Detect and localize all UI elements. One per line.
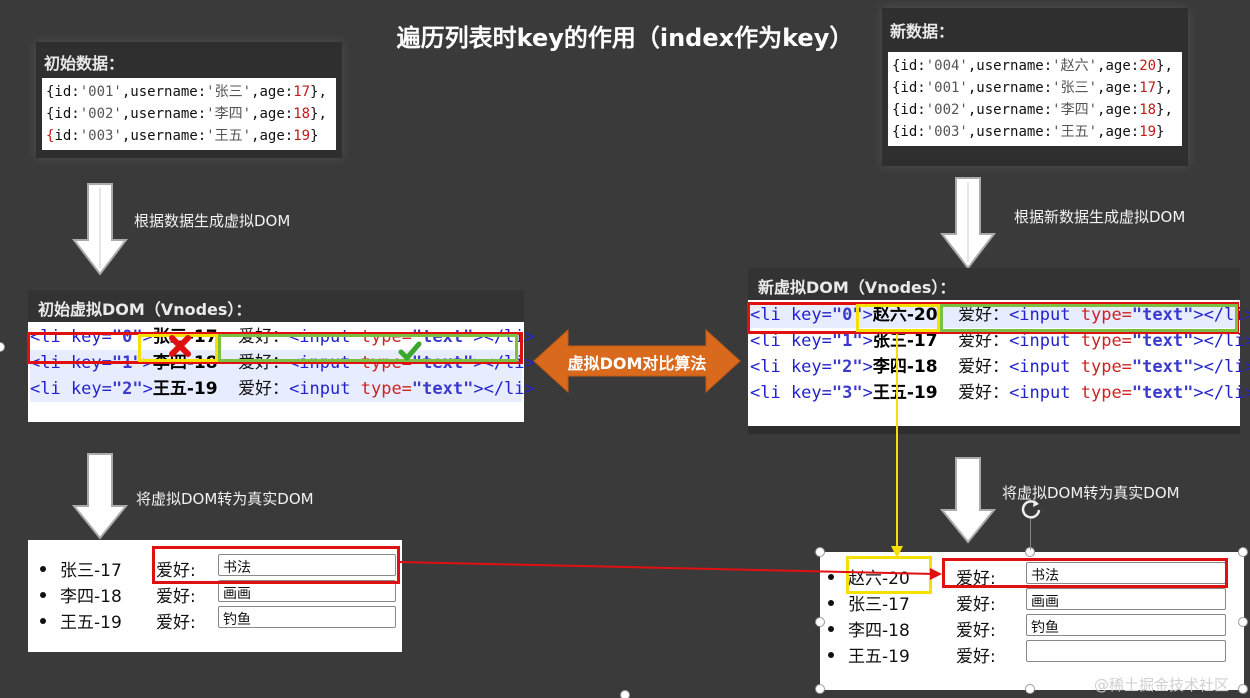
new-data-row: {id:'003',username:'王五',age:19} — [892, 124, 1165, 140]
down-arrow-icon — [939, 457, 997, 544]
initial-data-row: {id:'001',username:'张三',age:17}, — [46, 84, 327, 100]
cross-icon — [169, 335, 191, 357]
hobby-label: 爱好: — [156, 613, 196, 633]
gen-vdom-left-label: 根据数据生成虚拟DOM — [134, 212, 291, 230]
initial-data-row: {id:'002',username:'李四',age:18}, — [46, 106, 327, 122]
down-arrow-icon — [939, 177, 997, 270]
yellow-highlight-box — [138, 334, 218, 362]
bullet — [828, 651, 834, 658]
initial-dom-box: 张三-17 李四-18 王五-19 爱好: 爱好: 爱好: 书法 画画 钓鱼 — [28, 540, 402, 652]
bullet — [40, 591, 46, 598]
red-highlight-box — [942, 558, 1228, 588]
initial-vdom-title: 初始虚拟DOM（Vnodes）： — [28, 290, 524, 322]
new-data-panel: 新数据： {id:'004',username:'赵六',age:20}, {i… — [882, 8, 1188, 166]
list-item: 李四-18 — [828, 616, 910, 641]
list-item: 王五-19 — [40, 608, 122, 633]
down-arrow-icon — [71, 453, 129, 540]
new-vdom-title: 新虚拟DOM（Vnodes）： — [748, 268, 1240, 300]
vdom-line: <li key="2">王五-19 爱好：<input type="text">… — [30, 376, 535, 402]
initial-data-code: {id:'001',username:'张三',age:17}, {id:'00… — [42, 78, 336, 150]
vdom-line: <li key="3">王五-19 爱好：<input type="text">… — [750, 383, 1250, 403]
hobby-input[interactable] — [1026, 640, 1226, 662]
bullet — [828, 625, 834, 632]
watermark: @稀土掘金技术社区 — [1094, 676, 1230, 694]
list-item: 李四-18 — [40, 582, 122, 607]
resize-handle[interactable] — [815, 617, 825, 627]
canvas-handle[interactable] — [620, 690, 630, 698]
gen-vdom-right-label: 根据新数据生成虚拟DOM — [1014, 208, 1186, 226]
resize-handle[interactable] — [815, 684, 825, 694]
hobby-label: 爱好: — [156, 561, 196, 581]
new-data-code: {id:'004',username:'赵六',age:20}, {id:'00… — [888, 52, 1182, 146]
hobby-input[interactable]: 书法 — [1026, 562, 1226, 584]
list-item: 张三-17 — [40, 556, 122, 581]
hobby-label: 爱好: — [956, 569, 996, 589]
new-data-title: 新数据： — [890, 22, 955, 41]
hobby-input[interactable]: 钓鱼 — [1026, 614, 1226, 636]
resize-handle[interactable] — [1238, 547, 1248, 557]
vdom-line: <li key="2">李四-18 爱好：<input type="text">… — [750, 357, 1250, 377]
to-real-right-label: 将虚拟DOM转为真实DOM — [1002, 484, 1180, 502]
bullet — [40, 617, 46, 624]
double-arrow-icon — [533, 328, 741, 394]
initial-data-row: {id:'003',username:'王五',age:19} — [46, 128, 319, 144]
bullet — [828, 573, 834, 580]
red-highlight-box — [152, 546, 400, 584]
connector-line — [1030, 516, 1031, 550]
new-data-row: {id:'001',username:'张三',age:17}, — [892, 80, 1173, 96]
list-item: 王五-19 — [828, 642, 910, 667]
hobby-input[interactable]: 书法 — [218, 554, 396, 576]
new-data-row: {id:'004',username:'赵六',age:20}, — [892, 58, 1173, 74]
to-real-left-label: 将虚拟DOM转为真实DOM — [136, 490, 314, 508]
new-dom-box: 赵六-20 张三-17 李四-18 王五-19 爱好: 爱好: 爱好: 爱好: … — [820, 552, 1244, 690]
new-data-row: {id:'002',username:'李四',age:18}, — [892, 102, 1173, 118]
green-highlight-box — [940, 304, 1238, 332]
page-title: 遍历列表时key的作用（index作为key） — [396, 24, 854, 52]
compare-label: 虚拟DOM对比算法 — [567, 354, 707, 373]
hobby-label: 爱好: — [956, 621, 996, 641]
red-highlight-box — [27, 332, 523, 364]
initial-vdom-panel: 初始虚拟DOM（Vnodes）： <li key="0">张三-17 爱好：<i… — [28, 290, 535, 422]
bullet — [40, 565, 46, 572]
resize-handle[interactable] — [1238, 617, 1248, 627]
down-arrow-icon — [71, 183, 129, 276]
resize-handle[interactable] — [1025, 684, 1035, 694]
rotate-icon[interactable] — [1018, 496, 1044, 522]
hobby-label: 爱好: — [956, 647, 996, 667]
vdom-line: <li key="1">张三-17 爱好：<input type="text">… — [750, 331, 1250, 351]
hobby-label: 爱好: — [956, 595, 996, 615]
green-highlight-box — [218, 334, 518, 362]
initial-data-panel: 初始数据： {id:'001',username:'张三',age:17}, {… — [36, 42, 342, 158]
initial-data-title: 初始数据： — [44, 54, 125, 73]
hobby-input[interactable]: 画画 — [1026, 588, 1226, 610]
initial-vdom-lines: <li key="0">张三-17 爱好：<input type="text">… — [28, 322, 535, 422]
yellow-highlight-box — [856, 304, 940, 332]
check-icon — [398, 341, 422, 361]
resize-handle[interactable] — [815, 547, 825, 557]
hobby-input[interactable]: 钓鱼 — [218, 606, 396, 628]
resize-handle[interactable] — [1238, 684, 1248, 694]
bullet — [828, 599, 834, 606]
hobby-label: 爱好: — [156, 587, 196, 607]
hobby-input[interactable]: 画画 — [218, 580, 396, 602]
list-item: 张三-17 — [828, 590, 910, 615]
